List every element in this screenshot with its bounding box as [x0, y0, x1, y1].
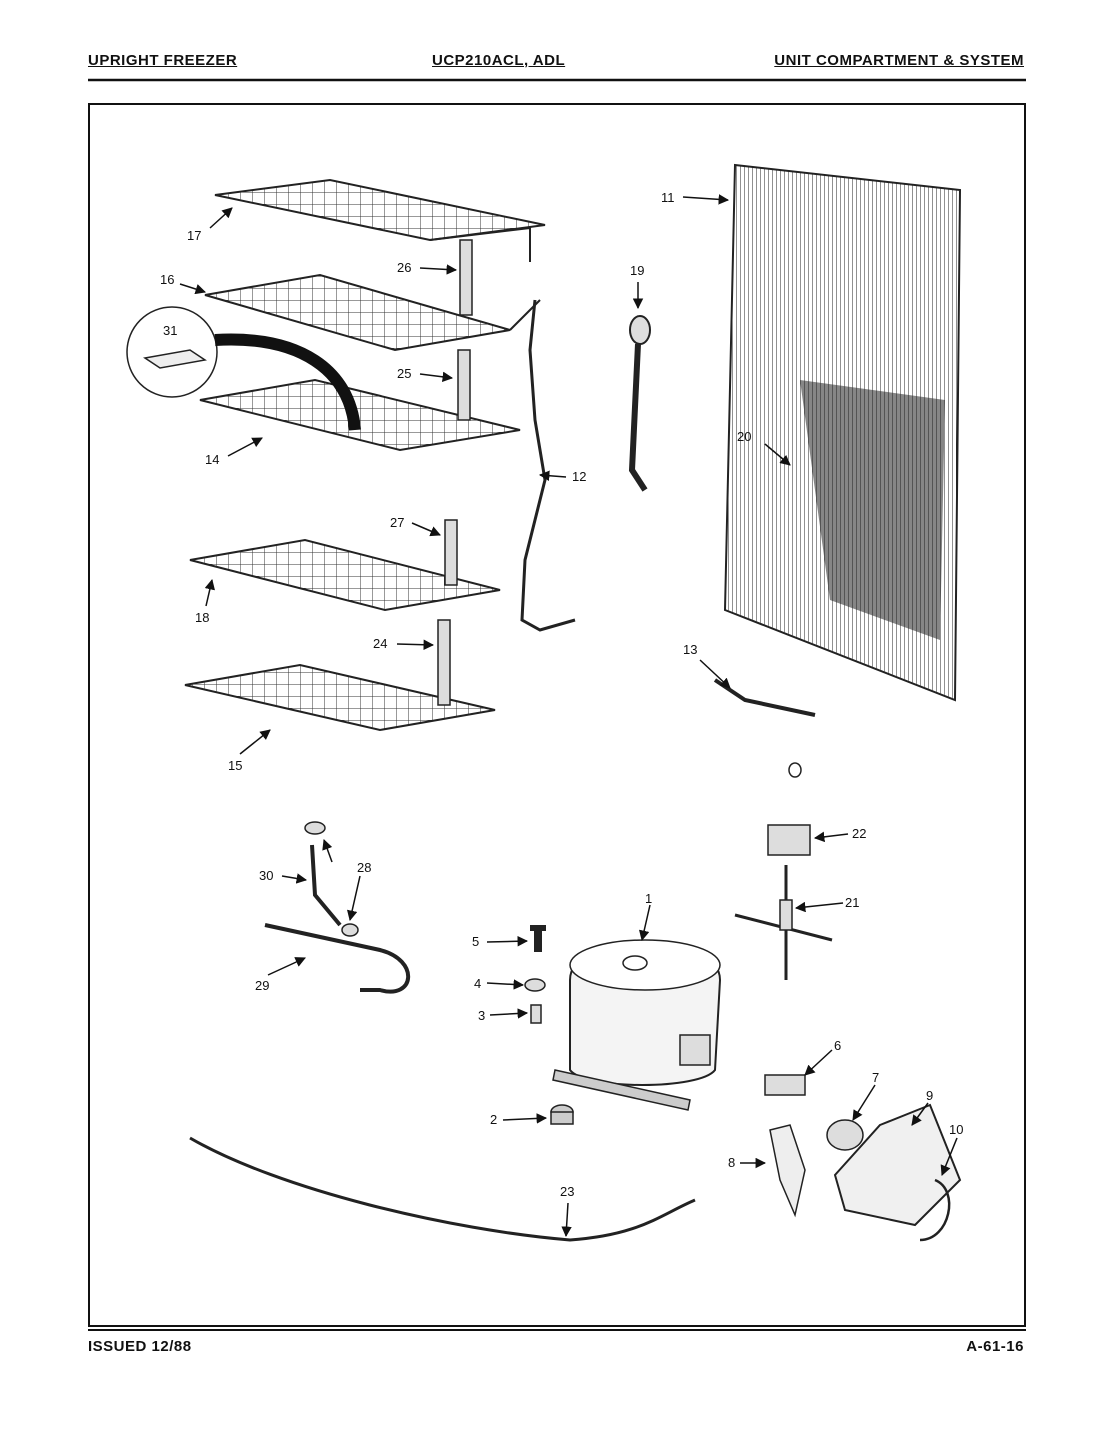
bracket-24	[437, 619, 451, 706]
callout-11: 11	[661, 190, 675, 205]
callout-25: 25	[397, 366, 411, 381]
callout-6: 6	[834, 1038, 841, 1053]
callout-24: 24	[373, 636, 387, 651]
callout-9: 9	[926, 1088, 933, 1103]
clip-20	[788, 762, 802, 778]
compressor-1	[552, 939, 722, 1111]
callout-30: 30	[259, 868, 273, 883]
tube-29	[264, 923, 411, 994]
callout-18: 18	[195, 610, 209, 625]
callout-29: 29	[255, 978, 269, 993]
callout-20: 20	[737, 429, 751, 444]
leader-lines	[179, 194, 958, 1238]
callout-31: 31	[163, 323, 177, 338]
inset-detail-31	[126, 306, 361, 431]
drier-19	[628, 315, 651, 492]
callout-7: 7	[872, 1070, 879, 1085]
tubing-assembly-12	[520, 299, 576, 632]
callout-12: 12	[572, 469, 586, 484]
callout-4: 4	[474, 976, 481, 991]
page-code: A-61-16	[966, 1338, 1024, 1355]
header-model-number: UCP210ACL, ADL	[432, 52, 566, 69]
callout-19: 19	[630, 263, 644, 278]
callout-28: 28	[357, 860, 371, 875]
overload-7	[826, 1119, 864, 1151]
callout-13: 13	[683, 642, 697, 657]
washer-4	[524, 978, 546, 992]
callout-16: 16	[160, 272, 174, 287]
callout-3: 3	[478, 1008, 485, 1023]
heat-exchanger-13	[713, 678, 816, 717]
callout-14: 14	[205, 452, 219, 467]
bracket-27	[444, 519, 458, 586]
relay-6	[764, 1074, 806, 1096]
callout-22: 22	[852, 826, 866, 841]
callout-17: 17	[187, 228, 201, 243]
power-cord-23	[189, 1136, 696, 1242]
sleeve-3	[530, 1004, 542, 1024]
clip-10	[919, 1178, 951, 1242]
callout-21: 21	[845, 895, 859, 910]
bracket-26	[459, 239, 473, 316]
valve-21	[734, 865, 833, 980]
solenoid-22	[767, 824, 811, 856]
terminal-cover-9	[833, 1103, 962, 1227]
evaporator-shelf-17	[214, 178, 546, 262]
callout-2: 2	[490, 1112, 497, 1127]
callout-23: 23	[560, 1184, 574, 1199]
diagram-frame	[88, 103, 1026, 1327]
callout-26: 26	[397, 260, 411, 275]
condenser-11	[723, 163, 962, 702]
header-title-left: UPRIGHT FREEZER	[88, 52, 238, 69]
clamp-28-top	[304, 821, 326, 835]
bracket-25	[457, 349, 471, 421]
clamp-28-bottom	[341, 923, 359, 937]
evaporator-shelf-18	[189, 538, 501, 612]
header-section-title: UNIT COMPARTMENT & SYSTEM	[774, 52, 1024, 69]
evaporator-shelf-15	[184, 663, 496, 732]
callout-5: 5	[472, 934, 479, 949]
callout-1: 1	[645, 891, 652, 906]
callout-15: 15	[228, 758, 242, 773]
callout-8: 8	[728, 1155, 735, 1170]
bracket-8	[769, 1124, 806, 1218]
callout-10: 10	[949, 1122, 963, 1137]
issue-date: ISSUED 12/88	[88, 1338, 192, 1355]
callout-27: 27	[390, 515, 404, 530]
screw-5	[530, 925, 546, 952]
evaporator-shelf-14	[199, 378, 521, 452]
nut-2	[550, 1104, 574, 1125]
tube-30	[310, 844, 342, 927]
